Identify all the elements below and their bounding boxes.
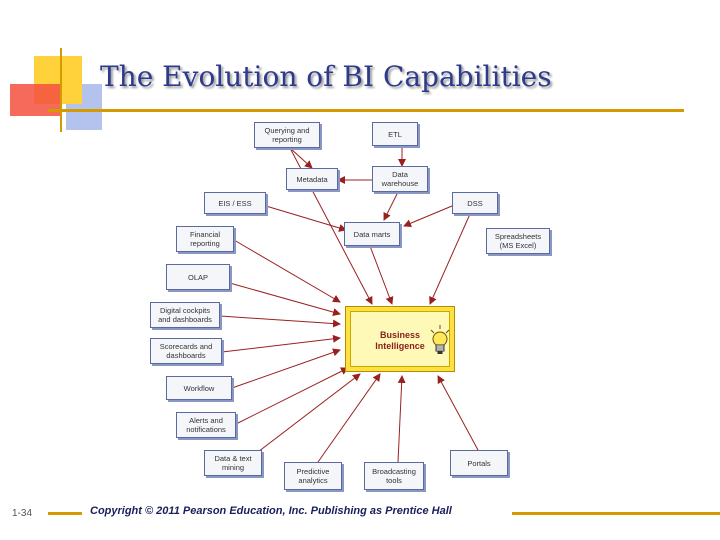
lightbulb-icon: [430, 325, 450, 354]
box-dss: DSS: [452, 192, 498, 214]
box-etl: ETL: [372, 122, 418, 146]
box-spreadsheets: Spreadsheets (MS Excel): [486, 228, 550, 254]
arrow-dss-marts: [403, 205, 453, 227]
decor-vertical-line: [60, 48, 62, 132]
business-intelligence-inner: Business Intelligence: [350, 311, 450, 367]
box-predictive: Predictive analytics: [284, 462, 342, 490]
slide-title: The Evolution of BI Capabilities: [100, 60, 552, 93]
arrow-predictive-bi: [317, 373, 381, 463]
arrow-marts-bi: [369, 245, 394, 305]
footer-rule-left: [48, 512, 82, 515]
arrow-olap-bi: [211, 277, 341, 316]
arrow-broadcasting-bi: [397, 375, 406, 463]
footer-rule-right: [512, 512, 720, 515]
copyright-text: Copyright © 2011 Pearson Education, Inc.…: [90, 505, 452, 517]
arrow-querying-metadata: [289, 147, 313, 169]
arrow-digital-bi: [219, 315, 341, 328]
box-scorecards: Scorecards and dashboards: [150, 338, 222, 364]
box-broadcasting: Broadcasting tools: [364, 462, 424, 490]
arrow-warehouse-marts: [383, 191, 399, 221]
arrow-financial-bi: [233, 239, 341, 303]
box-eis-ess: EIS / ESS: [204, 192, 266, 214]
arrow-scorecards-bi: [221, 334, 341, 353]
title-underline: [48, 109, 684, 112]
box-digital-cockpits: Digital cockpits and dashboards: [150, 302, 220, 328]
box-querying: Querying and reporting: [254, 122, 320, 148]
arrow-mining-bi: [249, 373, 361, 459]
slide-number: 1-34: [12, 508, 33, 519]
box-data-warehouse: Data warehouse: [372, 166, 428, 192]
box-metadata: Metadata: [286, 168, 338, 190]
arrow-spreadsheets-bi: [429, 213, 471, 305]
arrow-portals-bi: [437, 375, 479, 451]
box-financial-reporting: Financial reporting: [176, 226, 234, 252]
box-data-marts: Data marts: [344, 222, 400, 246]
box-portals: Portals: [450, 450, 508, 476]
business-intelligence-label: Business Intelligence: [375, 330, 425, 351]
arrow-eis-marts: [265, 205, 347, 232]
arrow-alerts-bi: [235, 367, 349, 425]
box-olap: OLAP: [166, 264, 230, 290]
box-data-text-mining: Data & text mining: [204, 450, 262, 476]
box-alerts: Alerts and notifications: [176, 412, 236, 438]
box-workflow: Workflow: [166, 376, 232, 400]
arrow-workflow-bi: [231, 348, 341, 389]
business-intelligence-box: Business Intelligence: [345, 306, 455, 372]
